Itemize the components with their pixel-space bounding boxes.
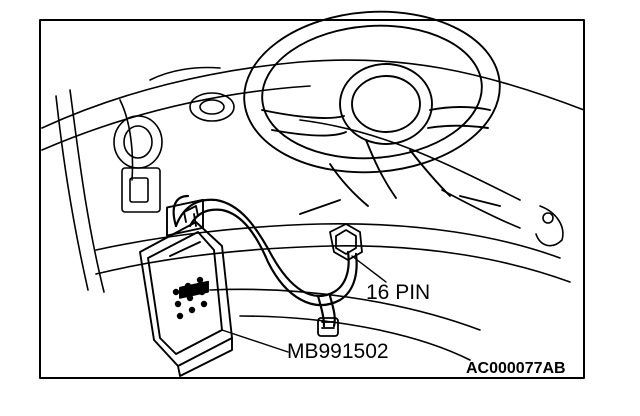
steering-hub xyxy=(339,63,433,145)
steering-wheel-icon xyxy=(243,10,501,215)
leader-16pin xyxy=(351,255,387,283)
tester-screen xyxy=(166,198,204,237)
obd-connector-icon xyxy=(317,223,363,337)
label-mb991502: MB991502 xyxy=(287,340,389,363)
leader-mb991502 xyxy=(221,329,289,353)
figure-frame xyxy=(39,19,585,379)
dashboard xyxy=(41,59,585,361)
tester-plug xyxy=(317,317,339,337)
leader-lines xyxy=(221,255,387,353)
air-vent xyxy=(189,92,235,122)
diagnostic-cable xyxy=(172,194,358,328)
dash-switch xyxy=(121,167,161,213)
dash-gauge xyxy=(113,115,163,169)
tester-badge xyxy=(179,280,209,299)
label-16-pin: 16 PIN xyxy=(366,281,431,304)
diagnostic-tester-icon xyxy=(139,198,233,377)
figure-code: AC000077AB xyxy=(466,360,566,377)
